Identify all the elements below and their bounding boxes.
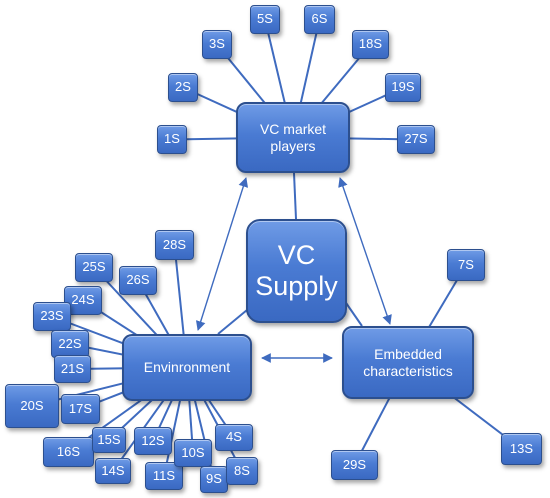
leaf-label: 14S [101,462,125,478]
leaf-label: 7S [458,256,474,272]
leaf-label: 12S [141,432,165,448]
market-environment-arrow [195,177,249,331]
leaf-node: 13S [501,433,542,465]
leaf-node: 16S [43,437,94,467]
leaf-node: 7S [447,249,485,281]
leaf-node: 20S [5,384,59,428]
center-to-market-line [293,172,297,220]
leaf-node: 3S [202,30,232,59]
leaf-label: 11S [152,467,176,483]
center-node-label: VC Supply [255,239,338,301]
leaf-label: 6S [311,11,328,27]
leaf-label: 10S [181,444,205,460]
leaf-node: 28S [155,230,194,260]
leaf-node: 5S [250,5,280,34]
leaf-node: 9S [200,466,228,493]
leaf-label: 9S [206,471,222,487]
leaf-node: 8S [226,457,258,485]
leaf-label: 23S [40,308,64,324]
leaf-node: 18S [352,30,389,59]
leaf-label: 26S [126,272,150,288]
leaf-node: 25S [75,253,113,282]
hub-label-environment: Envinronment [143,359,231,376]
leaf-node: 15S [92,427,126,453]
leaf-node: 12S [134,427,172,455]
leaf-label: 17S [68,400,93,416]
market-embedded-arrow [338,177,392,325]
leaf-label: 28S [162,236,187,252]
leaf-label: 13S [509,440,534,456]
leaf-node: 24S [64,286,102,315]
leaf-node: 26S [119,266,157,295]
leaf-node: 29S [331,450,378,480]
leaf-label: 8S [234,462,250,478]
leaf-label: 22S [58,335,82,351]
leaf-label: 4S [226,429,242,445]
leaf-label: 1S [164,131,180,147]
hub-label-embedded: Embedded characteristics [363,346,453,379]
center-to-environment-line [217,309,248,335]
leaf-label: 25S [82,259,106,275]
leaf-node: 21S [54,355,91,383]
leaf-node: 10S [174,439,212,467]
leaf-node: 19S [385,73,421,102]
leaf-node: 14S [95,458,131,484]
leaf-node: 17S [61,394,100,424]
leaf-label: 21S [60,360,85,376]
leaf-label: 5S [257,11,273,27]
leaf-label: 3S [209,36,225,52]
leaf-label: 18S [358,36,383,52]
leaf-node: 4S [215,424,253,451]
hub-node-vc-market-players: VC market players [236,102,350,173]
center-node-vc-supply: VC Supply [246,219,347,323]
leaf-node: 23S [33,302,71,331]
leaf-node: 1S [157,125,187,154]
leaf-label: 27S [404,131,428,147]
leaf-label: 16S [56,443,81,459]
leaf-label: 20S [20,397,44,413]
leaf-label: 2S [175,79,191,95]
leaf-node: 27S [397,125,435,154]
leaf-label: 24S [71,292,95,308]
leaf-node: 2S [168,73,198,102]
leaf-node: 22S [51,330,89,358]
leaf-label: 19S [391,79,415,95]
leaf-label: 15S [97,431,121,447]
leaf-node: 6S [304,5,335,34]
leaf-label: 29S [342,456,367,472]
hub-label-market: VC market players [259,121,327,154]
hub-node-environment: Envinronment [122,334,252,401]
hub-node-embedded-characteristics: Embedded characteristics [342,326,474,399]
